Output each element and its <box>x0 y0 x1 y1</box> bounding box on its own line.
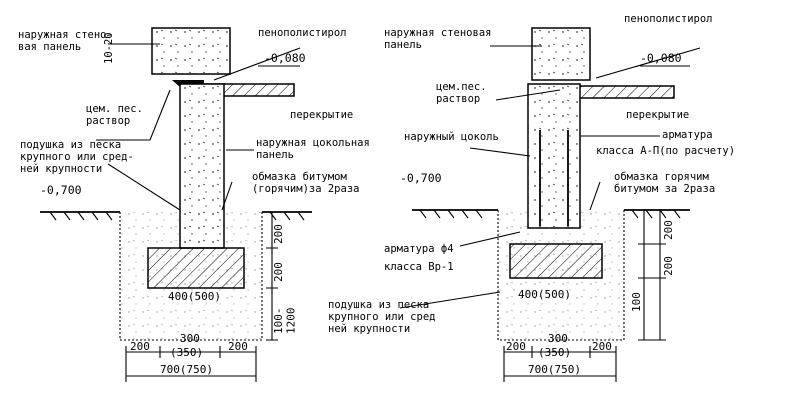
left-dim-200-top: 200 <box>272 224 285 244</box>
left-dim-350: (350) <box>170 346 203 359</box>
left-dim-300: 300 <box>180 332 200 345</box>
right-detail <box>399 27 701 382</box>
right-dim-300: 300 <box>548 332 568 345</box>
right-rebar-phi4: арматура ф4 <box>384 243 454 255</box>
right-dim-100: 100 <box>630 292 643 312</box>
left-footing-width: 400(500) <box>168 290 221 303</box>
left-floor-level: -0,080 <box>264 51 306 65</box>
right-mortar-label: цем.пес.раствор <box>436 81 487 105</box>
left-polystyrene-label: пенополистирол <box>258 27 347 39</box>
right-floor-level: -0,080 <box>640 51 682 65</box>
right-ground-level: -0,700 <box>400 171 442 185</box>
left-dim-100-1200: 100-1200 <box>272 308 298 335</box>
left-dim-200-r: 200 <box>228 340 248 353</box>
left-dim-200-mid: 200 <box>272 262 285 282</box>
right-footing-width: 400(500) <box>518 288 571 301</box>
right-dim-350: (350) <box>538 346 571 359</box>
left-wall-panel-label: наружная стено-вая панель <box>18 29 113 53</box>
right-dim-200-r: 200 <box>592 340 612 353</box>
left-bitumen-label: обмазка битумом(горячим)за 2раза <box>252 171 359 195</box>
right-dim-200-mid: 200 <box>662 256 675 276</box>
right-rebar-label: арматура <box>662 129 713 141</box>
right-plinth-label: наружный цоколь <box>404 131 499 143</box>
right-dim-200-l: 200 <box>506 340 526 353</box>
right-dim-total: 700(750) <box>528 363 581 376</box>
left-dim-total: 700(750) <box>160 363 213 376</box>
right-polystyrene-label: пенополистирол <box>624 13 713 25</box>
left-dim-200-l: 200 <box>130 340 150 353</box>
right-rebar-class: класса А-П(по расчету) <box>596 145 735 157</box>
right-floor-slab <box>569 85 675 99</box>
left-mortar-label: цем. пес.раствор <box>86 103 143 127</box>
right-slab-label: перекрытие <box>626 109 689 121</box>
left-detail <box>40 27 312 382</box>
right-rebar-phi4-class: класса Вр-1 <box>384 261 454 273</box>
right-dim-200-top: 200 <box>662 220 675 240</box>
left-slab-label: перекрытие <box>290 109 353 121</box>
left-ground-level: -0,700 <box>40 183 82 197</box>
left-gap-dim: 10-20 <box>103 32 115 64</box>
